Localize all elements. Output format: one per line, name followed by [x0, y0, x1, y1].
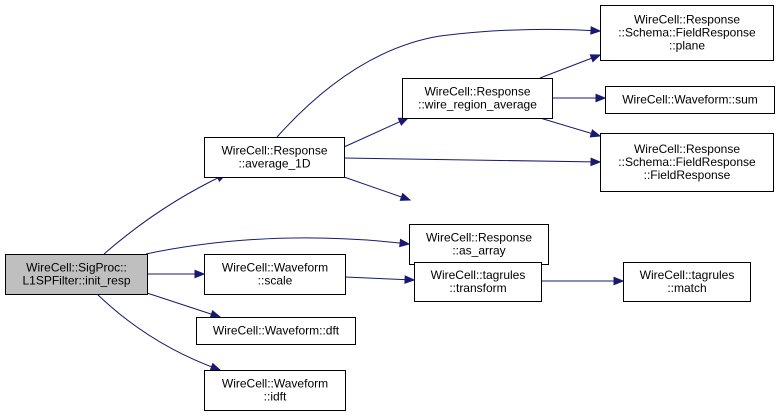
edge-tagrules_transform-to-tagrules_match: [541, 276, 625, 286]
node-box: [409, 224, 549, 265]
node-init-resp[interactable]: WireCell::SigProc::L1SPFilter::init_resp: [5, 254, 148, 295]
edge-arrowhead: [590, 157, 602, 167]
edge-arrowhead: [194, 269, 206, 279]
node-fr-plane[interactable]: WireCell::Response::Schema::FieldRespons…: [600, 5, 774, 61]
edge-line: [539, 54, 601, 79]
edge-layer: [96, 26, 625, 371]
edge-line: [343, 176, 411, 201]
edge-arrowhead: [399, 238, 411, 248]
node-label-line: WireCell::Response: [634, 142, 740, 156]
edge-average_1D-to-as_array: [343, 176, 412, 201]
edge-line: [276, 28, 601, 138]
edge-wire_region_average-to-fr_ctor: [539, 117, 602, 138]
edge-arrowhead: [209, 309, 222, 319]
node-fr-ctor[interactable]: WireCell::Response::Schema::FieldRespons…: [600, 133, 774, 192]
node-box: [600, 5, 774, 61]
node-label-line: ::as_array: [452, 244, 505, 258]
edge-line: [539, 117, 601, 137]
node-waveform-dft[interactable]: WireCell::Waveform::dft: [196, 317, 356, 345]
node-label-line: WireCell::Response: [424, 85, 530, 99]
edge-wire_region_average-to-waveform_sum: [552, 93, 607, 103]
edge-line: [344, 276, 415, 281]
node-label-line: ::idft: [264, 390, 287, 404]
node-box: [623, 262, 751, 302]
edge-arrowhead: [404, 275, 416, 284]
node-layer: WireCell::SigProc::L1SPFilter::init_resp…: [5, 5, 775, 411]
node-label-line: ::scale: [258, 274, 293, 288]
edge-init_resp-to-average_1D: [103, 173, 228, 255]
edge-average_1D-to-fr_plane: [276, 26, 602, 138]
edge-waveform_scale-to-tagrules_transform: [344, 275, 416, 284]
node-label-line: WireCell::Response: [634, 13, 740, 27]
node-box: [204, 254, 346, 295]
node-label-line: ::Schema::FieldResponse: [618, 26, 756, 40]
node-label-line: WireCell::SigProc::: [26, 261, 127, 275]
edge-arrowhead: [589, 129, 602, 138]
edge-wire_region_average-to-fr_plane: [539, 54, 602, 79]
node-label-line: ::wire_region_average: [418, 98, 537, 112]
node-average-1D[interactable]: WireCell::Response::average_1D: [204, 137, 345, 178]
edge-line: [145, 237, 410, 255]
node-label-line: WireCell::Waveform: [222, 377, 328, 391]
node-label-line: L1SPFilter::init_resp: [22, 274, 130, 288]
node-box: [414, 262, 542, 302]
edge-init_resp-to-waveform_idft: [96, 293, 222, 371]
edge-line: [96, 293, 221, 371]
node-waveform-sum[interactable]: WireCell::Waveform::sum: [605, 86, 775, 114]
edge-line: [146, 292, 221, 318]
edge-arrowhead: [209, 362, 222, 371]
edge-line: [343, 157, 601, 163]
edge-arrowhead: [590, 26, 602, 35]
edge-average_1D-to-fr_ctor: [343, 157, 602, 167]
node-label-line: WireCell::Response: [426, 231, 532, 245]
node-box: [196, 317, 356, 345]
edge-arrowhead: [613, 276, 625, 286]
node-tagrules-transform[interactable]: WireCell::tagrules::transform: [414, 262, 542, 302]
node-label-line: WireCell::tagrules: [640, 268, 735, 282]
edge-line: [103, 173, 227, 255]
node-label-line: ::match: [667, 281, 706, 295]
node-label-line: ::plane: [669, 39, 705, 53]
node-label-line: WireCell::Response: [221, 144, 327, 158]
node-box: [204, 370, 346, 411]
node-label-line: WireCell::tagrules: [431, 268, 526, 282]
node-label-line: WireCell::Waveform::dft: [213, 324, 340, 338]
edge-init_resp-to-as_array: [145, 237, 411, 255]
node-label-line: ::transform: [449, 281, 506, 295]
edge-arrowhead: [595, 93, 607, 103]
node-box: [5, 254, 148, 295]
node-box: [605, 86, 775, 114]
node-label-line: WireCell::Waveform: [222, 261, 328, 275]
edge-arrowhead: [589, 54, 602, 63]
edge-average_1D-to-wire_region_average: [343, 117, 410, 148]
node-box: [402, 78, 553, 119]
edge-line: [343, 117, 409, 148]
edge-arrowhead: [397, 117, 410, 126]
node-as-array[interactable]: WireCell::Response::as_array: [409, 224, 549, 265]
node-box: [204, 137, 345, 178]
node-waveform-scale[interactable]: WireCell::Waveform::scale: [204, 254, 346, 295]
node-label-line: WireCell::Waveform::sum: [622, 93, 758, 107]
node-tagrules-match[interactable]: WireCell::tagrules::match: [623, 262, 751, 302]
edge-init_resp-to-waveform_dft: [146, 292, 222, 319]
node-wire-region-average[interactable]: WireCell::Response::wire_region_average: [402, 78, 553, 119]
node-label-line: ::Schema::FieldResponse: [618, 155, 756, 169]
node-label-line: ::average_1D: [238, 157, 310, 171]
node-label-line: ::FieldResponse: [644, 168, 731, 182]
node-box: [600, 133, 774, 192]
node-waveform-idft[interactable]: WireCell::Waveform::idft: [204, 370, 346, 411]
edge-arrowhead: [399, 192, 412, 201]
edge-init_resp-to-waveform_scale: [147, 269, 206, 279]
